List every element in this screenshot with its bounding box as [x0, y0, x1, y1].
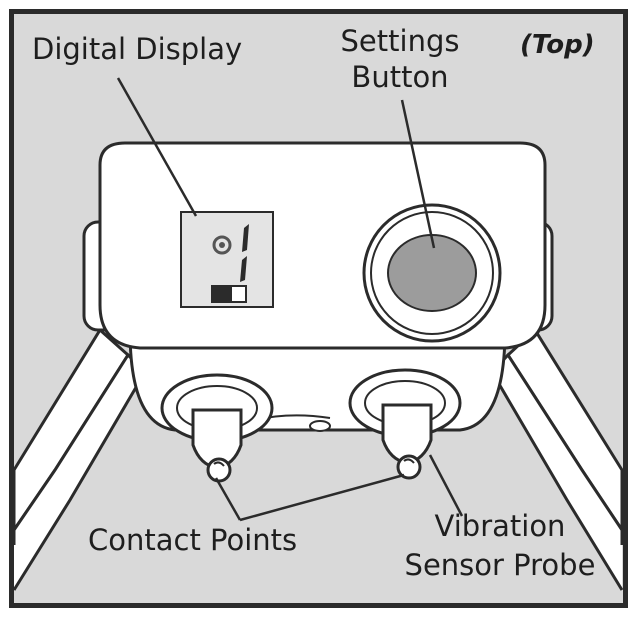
- leader-settings-button: [400, 99, 436, 249]
- leader-contact-right: [239, 473, 405, 522]
- signal-bar-icon: [242, 224, 249, 252]
- collar-strap-left: [12, 327, 147, 591]
- leader-lines: [116, 77, 464, 522]
- digital-display: [180, 211, 274, 308]
- label-settings-line1: Settings: [340, 24, 460, 58]
- label-digital-display: Digital Display: [32, 32, 243, 66]
- leader-contact-left: [214, 477, 242, 521]
- contact-point-left: [160, 373, 274, 483]
- vibration-sensor-probe: [348, 368, 462, 480]
- leader-digital-display: [116, 77, 198, 217]
- level-bar-icon: [240, 256, 247, 282]
- label-vibration-line2: Sensor Probe: [404, 548, 596, 582]
- collar-strap-right: [490, 327, 624, 591]
- screw-icon: [309, 420, 331, 432]
- label-settings-line2: Button: [351, 60, 449, 94]
- label-vibration-line1: Vibration: [434, 509, 566, 543]
- gear-icon: [212, 235, 232, 255]
- leader-vibration-probe: [428, 454, 464, 517]
- label-contact-points: Contact Points: [88, 523, 298, 557]
- label-view-top: (Top): [520, 30, 595, 60]
- settings-button: [362, 203, 502, 343]
